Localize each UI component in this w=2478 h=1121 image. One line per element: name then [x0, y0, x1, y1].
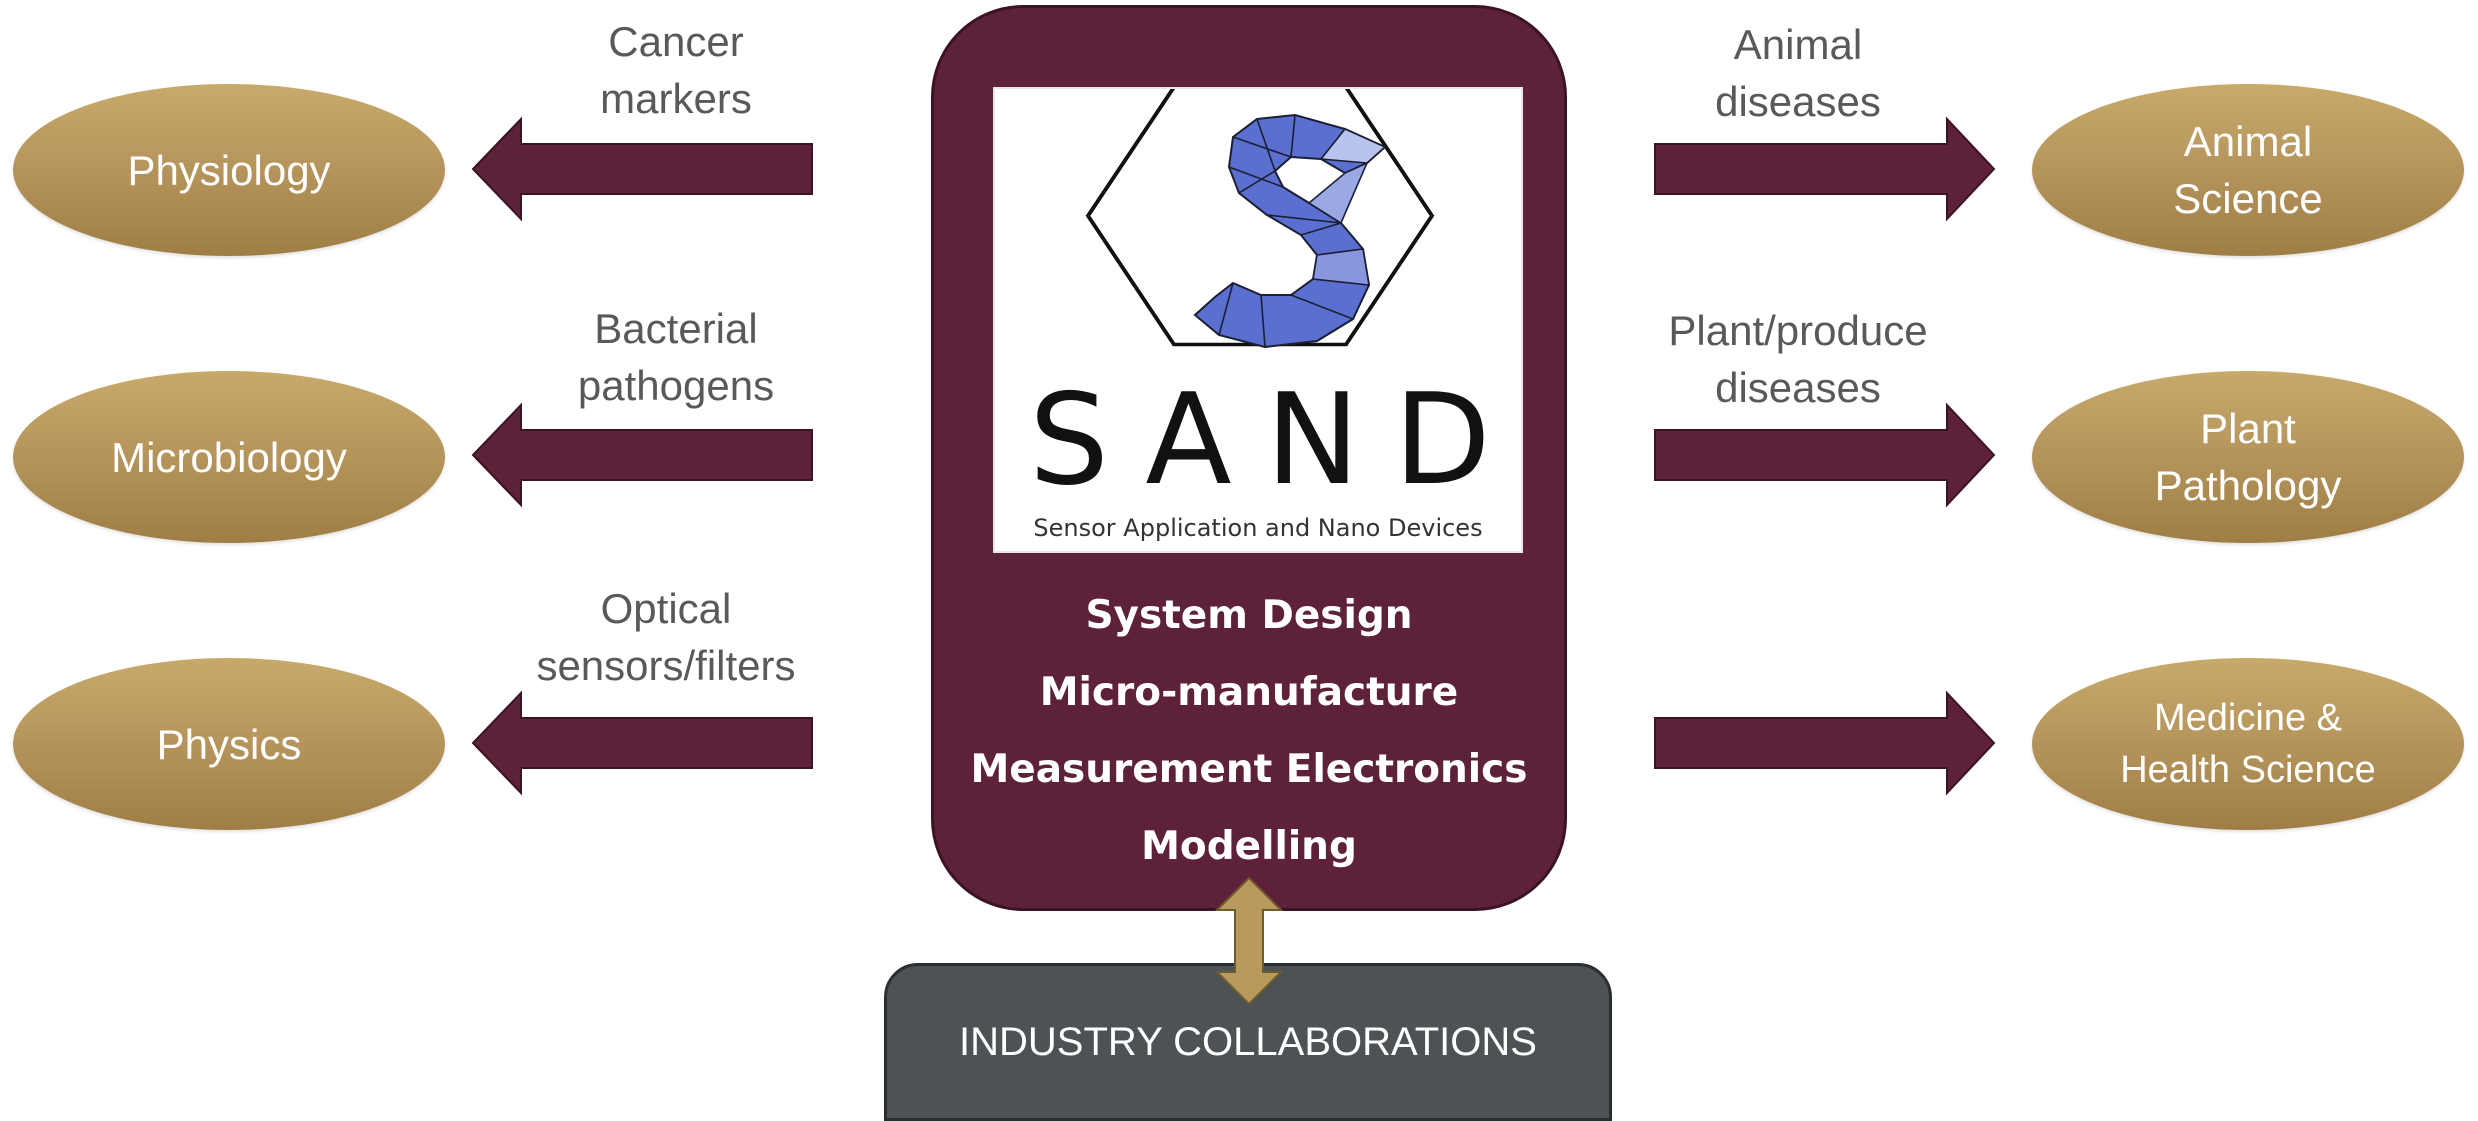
- arrow-to-plant-pathology: [1654, 402, 1996, 508]
- logo-s-mark: [1193, 113, 1387, 349]
- logo-tagline: Sensor Application and Nano Devices: [1033, 514, 1483, 542]
- field-label-line: Plant: [2200, 405, 2296, 452]
- arrow-to-medicine: [1654, 690, 1996, 796]
- field-label-line: Science: [2173, 175, 2323, 222]
- arrow-label-line: Animal: [1733, 21, 1863, 68]
- capability-modelling: Modelling: [1141, 824, 1357, 869]
- field-microbiology: Microbiology: [13, 371, 445, 543]
- field-label: Microbiology: [111, 433, 347, 481]
- logo-graphic: [1085, 89, 1435, 349]
- arrow-to-physiology: [471, 116, 813, 222]
- arrow-to-microbiology: [471, 402, 813, 508]
- arrow-label-line: Optical: [600, 585, 732, 632]
- arrow-label-optical-sensors: Optical sensors/filters: [486, 580, 846, 694]
- field-label-line: Pathology: [2154, 462, 2342, 509]
- logo-hexagon: [1085, 89, 1435, 347]
- industry-collaborations-box: INDUSTRY COLLABORATIONS: [884, 963, 1612, 1121]
- field-label-line: Animal: [2183, 118, 2313, 165]
- field-label: Physiology: [127, 146, 331, 194]
- arrow-label-line: Cancer: [608, 18, 744, 65]
- sand-logo: SAND Sensor Application and Nano Devices: [993, 87, 1523, 553]
- arrow-label-animal-diseases: Animal diseases: [1618, 16, 1978, 130]
- field-label: Physics: [156, 720, 302, 768]
- sand-hub: SAND Sensor Application and Nano Devices…: [931, 5, 1567, 911]
- field-label-line: Medicine &: [2154, 697, 2342, 739]
- arrow-to-physics: [471, 690, 813, 796]
- arrow-to-animal-science: [1654, 116, 1996, 222]
- arrow-label-bacterial-pathogens: Bacterial pathogens: [496, 300, 856, 414]
- arrow-label-line: Bacterial: [594, 305, 758, 352]
- industry-label: INDUSTRY COLLABORATIONS: [959, 1020, 1537, 1064]
- field-medicine-health-science: Medicine & Health Science: [2032, 658, 2464, 830]
- arrow-label-line: sensors/filters: [536, 642, 796, 689]
- arrow-label-line: diseases: [1715, 78, 1881, 125]
- arrow-label-line: markers: [600, 75, 752, 122]
- arrow-label-plant-produce-diseases: Plant/produce diseases: [1618, 302, 1978, 416]
- arrow-label-line: diseases: [1715, 364, 1881, 411]
- field-label-line: Health Science: [2120, 749, 2376, 791]
- capability-measurement-electronics: Measurement Electronics: [970, 747, 1528, 792]
- field-animal-science: Animal Science: [2032, 84, 2464, 256]
- field-physics: Physics: [13, 658, 445, 830]
- capability-micro-manufacture: Micro-manufacture: [1039, 670, 1459, 715]
- field-plant-pathology: Plant Pathology: [2032, 371, 2464, 543]
- arrow-label-line: Plant/produce: [1668, 307, 1928, 354]
- arrow-label-line: pathogens: [577, 362, 775, 409]
- arrow-label-cancer-markers: Cancer markers: [496, 13, 856, 127]
- field-physiology: Physiology: [13, 84, 445, 256]
- capability-system-design: System Design: [1085, 593, 1413, 638]
- logo-wordmark: SAND: [1029, 366, 1523, 513]
